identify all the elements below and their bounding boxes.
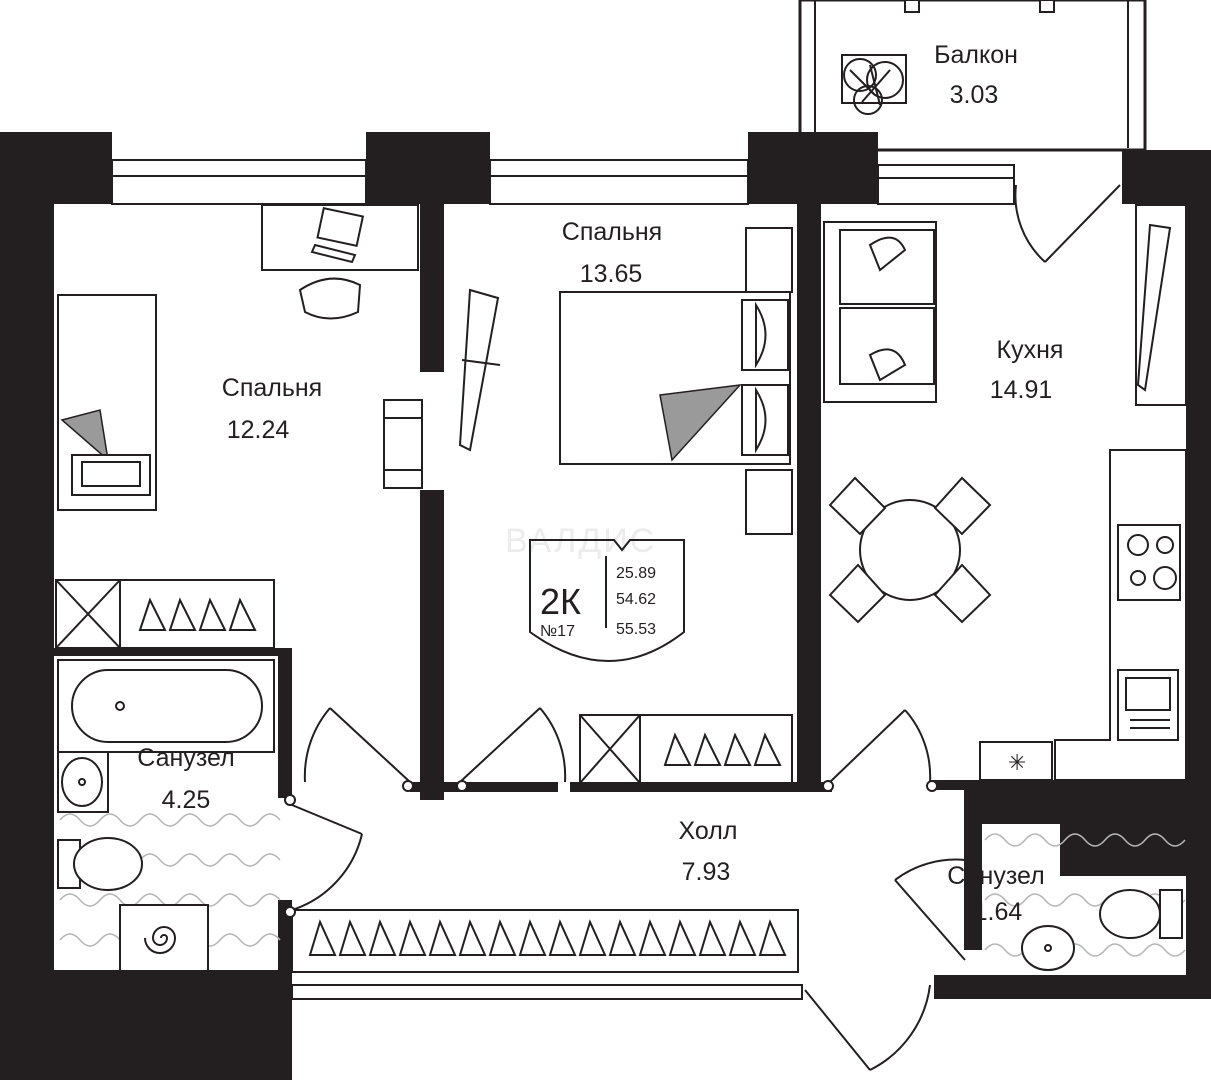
room-name-hall: Холл [679,817,738,845]
washbasin [61,757,103,807]
chair-icon [298,277,362,320]
wardrobe [55,579,275,649]
badge-area-total: 54.62 [616,591,656,608]
fridge [979,741,1053,781]
kitchen-furniture: ✳ [823,204,1187,781]
room-area-bathroom-1: 4.25 [162,786,211,814]
bathroom-1-fixtures [57,659,281,972]
badge-area-balcony: 55.53 [616,621,656,638]
room-name-bathroom-2: Санузел [947,862,1044,890]
svg-text:✳: ✳ [1008,751,1026,776]
room-name-bedroom-1: Спальня [222,374,322,402]
room-area-bedroom-1: 12.24 [227,416,290,444]
room-name-bedroom-2: Спальня [562,218,662,246]
bedroom-1-furniture [55,204,423,649]
entrance-door[interactable] [804,984,931,1071]
room-area-kitchen: 14.91 [990,376,1053,404]
balcony [798,0,1147,263]
room-name-kitchen: Кухня [997,336,1064,364]
walls [0,132,1211,1080]
toilet-icon [73,837,143,891]
room-area-bathroom-2: 1.64 [974,898,1023,926]
room-area-bedroom-2: 13.65 [580,260,643,288]
badge-number: №17 [540,623,575,640]
hall-wardrobe [291,909,799,973]
hall-fixtures [284,707,938,1071]
room-area-hall: 7.93 [682,858,731,886]
toilet-2-icon [1099,889,1161,939]
washing-machine [119,904,209,972]
laptop-icon [310,207,365,264]
balcony-door [1014,184,1121,263]
bedroom-1-door[interactable] [303,707,411,783]
bedroom-2-door[interactable] [459,707,567,783]
badge-type: 2К [540,581,581,622]
wardrobe-2 [579,714,793,784]
bedroom-2-furniture [458,227,793,784]
plant-icon [841,54,907,115]
room-name-bathroom-1: Санузел [137,744,234,772]
dining-table [859,499,961,601]
room-area-balcony: 3.03 [950,81,999,109]
badge-area-living: 25.89 [616,565,656,582]
washbasin-2 [1021,925,1075,971]
apartment-badge: 2К №17 25.89 54.62 55.53 [529,539,685,662]
room-name-balcony: Балкон [934,41,1018,69]
kitchen-door[interactable] [829,709,932,783]
stove-icon [1117,524,1181,601]
bathroom-1-door[interactable] [291,804,363,911]
bathroom-2-fixtures [895,833,1186,971]
sink-icon [1117,669,1179,741]
